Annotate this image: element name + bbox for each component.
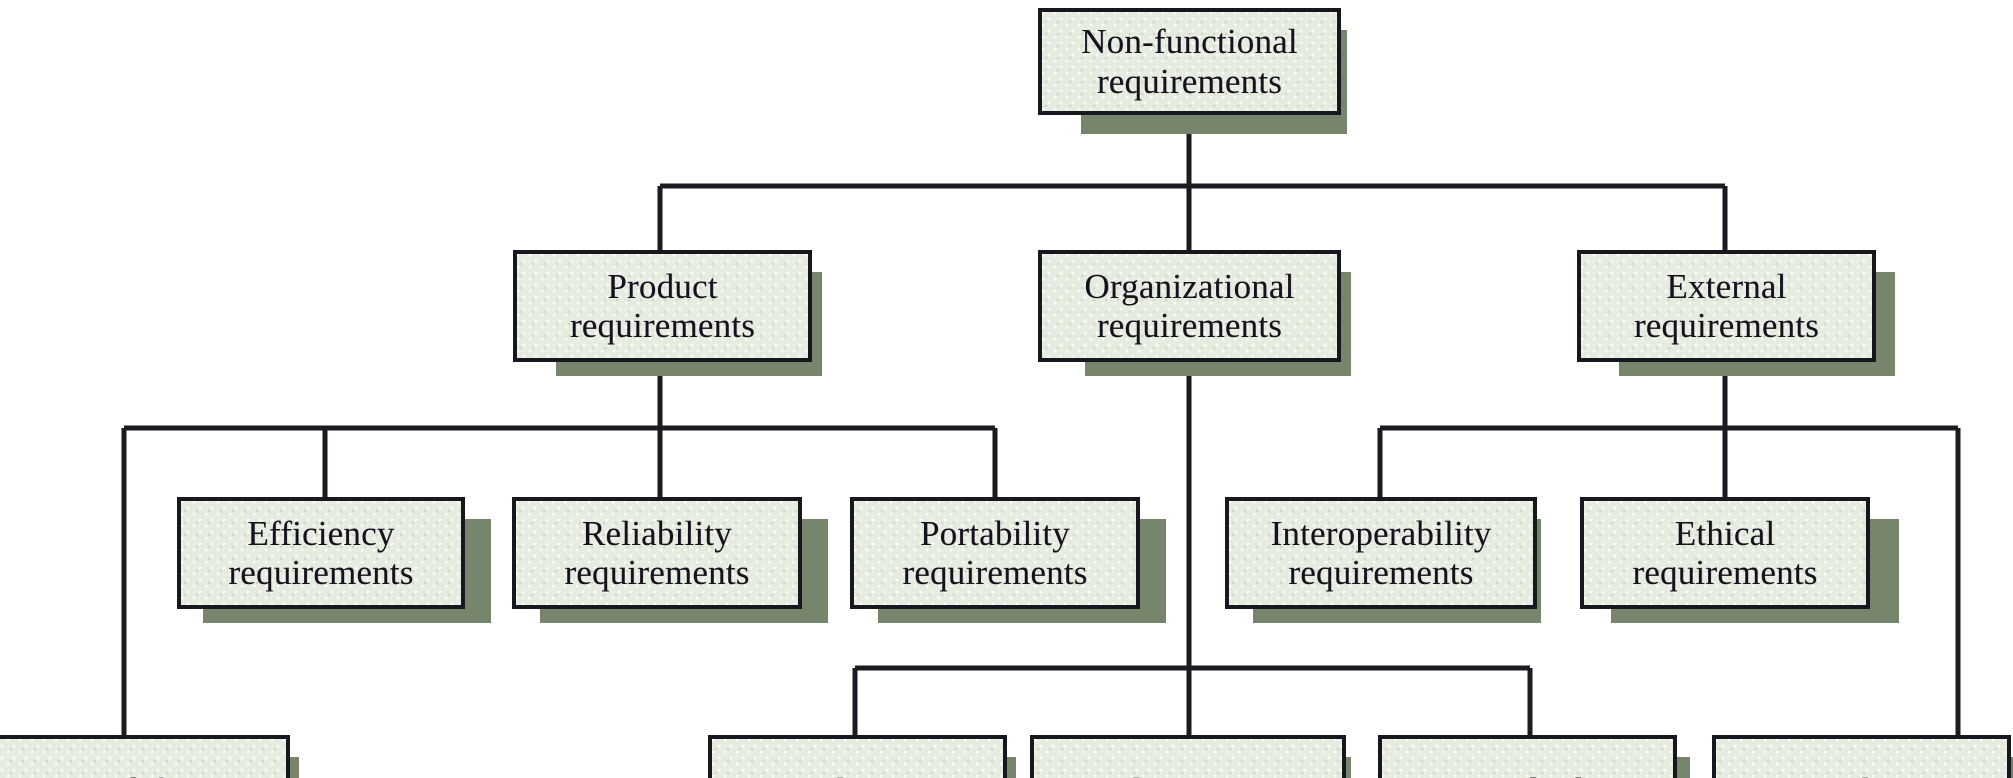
node-reliability-requirements[interactable]: Reliability requirements bbox=[512, 497, 802, 609]
node-implementation[interactable]: Implementation bbox=[1030, 735, 1346, 778]
node-label-legislative: Legislative bbox=[1777, 771, 1947, 778]
node-label-portability-requirements: Portability requirements bbox=[902, 513, 1088, 592]
node-standards[interactable]: Standards bbox=[1378, 735, 1677, 778]
node-usability[interactable]: Usability bbox=[0, 735, 290, 778]
node-non-functional-requirements[interactable]: Non-functional requirements bbox=[1038, 8, 1341, 115]
node-label-standards: Standards bbox=[1452, 771, 1604, 778]
node-label-ethical-requirements: Ethical requirements bbox=[1632, 513, 1818, 592]
node-efficiency-requirements[interactable]: Efficiency requirements bbox=[177, 497, 465, 609]
node-product-requirements[interactable]: Product requirements bbox=[513, 250, 812, 362]
node-label-delivery: Delivery bbox=[789, 771, 925, 778]
node-label-interoperability-requirements: Interoperability requirements bbox=[1270, 513, 1492, 592]
node-organizational-requirements[interactable]: Organizational requirements bbox=[1038, 250, 1341, 362]
node-delivery[interactable]: Delivery bbox=[708, 735, 1007, 778]
node-ethical-requirements[interactable]: Ethical requirements bbox=[1580, 497, 1870, 609]
node-label-product-requirements: Product requirements bbox=[569, 266, 756, 345]
node-label-efficiency-requirements: Efficiency requirements bbox=[228, 513, 414, 592]
node-legislative[interactable]: Legislative bbox=[1712, 735, 2011, 778]
node-label-organizational-requirements: Organizational requirements bbox=[1084, 266, 1295, 345]
node-external-requirements[interactable]: External requirements bbox=[1577, 250, 1876, 362]
node-label-external-requirements: External requirements bbox=[1633, 266, 1820, 345]
node-label-usability: Usability bbox=[69, 771, 211, 778]
node-label-implementation: Implementation bbox=[1070, 771, 1306, 778]
node-label-non-functional-requirements: Non-functional requirements bbox=[1081, 22, 1298, 101]
node-interoperability-requirements[interactable]: Interoperability requirements bbox=[1225, 497, 1537, 609]
node-label-reliability-requirements: Reliability requirements bbox=[564, 513, 750, 592]
node-portability-requirements[interactable]: Portability requirements bbox=[850, 497, 1140, 609]
